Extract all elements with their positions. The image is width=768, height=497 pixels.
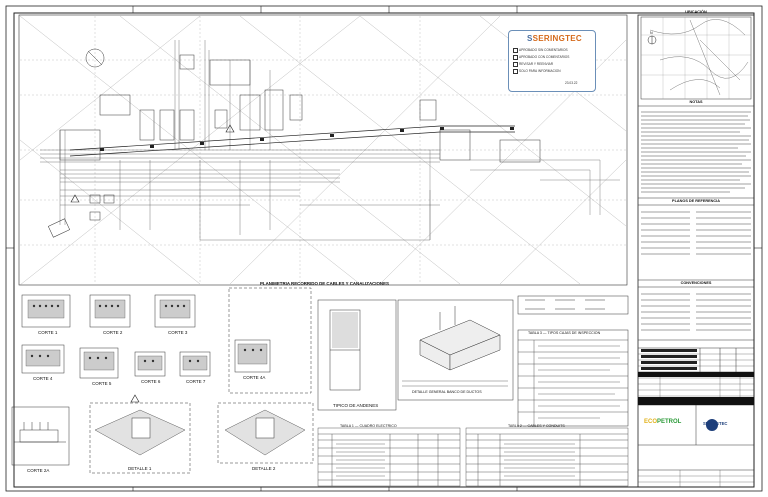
detail-label: DETALLE 1 — [128, 466, 152, 471]
stamp-option: APROBADO CON COMENTARIOS — [519, 55, 570, 59]
stamp-date: 23.03.22 — [565, 81, 578, 85]
contractor-logo: SERINGTEC — [703, 421, 728, 426]
reference-plans-title: PLANOS DE REFERENCIA — [672, 199, 720, 203]
stamp-checkbox — [513, 48, 518, 53]
table-inspection-title: TABLA 3 — TIPOS CAJAS DE INSPECCION — [528, 331, 601, 335]
main-plan-title: PLANIMETRIA RECORRIDO DE CABLES Y CANALI… — [260, 281, 389, 286]
conventions-title: CONVENCIONES — [680, 281, 712, 285]
section-label: CORTE 5 — [92, 381, 112, 386]
typical-label: TIPICO DE ANDENES — [333, 403, 379, 408]
location-title: UBICACIÓN — [685, 10, 707, 14]
box-detail-label: DETALLE GENERAL BANCO DE DUCTOS — [412, 390, 482, 394]
table-boxes-title: TABLA 1 — CUADRO ELECTRICO — [340, 424, 397, 428]
section-label: CORTE 7 — [186, 379, 206, 384]
client-logo: ECOPETROL — [644, 419, 682, 425]
notes-title: NOTAS — [689, 100, 703, 104]
section-label: CORTE 3 — [168, 330, 188, 335]
stamp-option: REVISAR Y REENVIAR — [519, 62, 554, 66]
stamp-checkbox — [513, 55, 518, 60]
section-label: CORTE 4 — [33, 376, 53, 381]
section-label: CORTE 4A — [243, 375, 266, 380]
stamp-checkbox — [513, 62, 518, 67]
approval-stamp: SSERINGTEC APROBADO SIN COMENTARIOS APRO… — [508, 30, 596, 92]
detail-label: DETALLE 2 — [252, 466, 276, 471]
north-arrow-label: N — [650, 31, 653, 35]
stamp-logo: SSERINGTEC — [527, 34, 583, 43]
stamp-option: SOLO PARA INFORMACION — [519, 69, 561, 73]
stamp-checkbox — [513, 69, 518, 74]
section-label: CORTE 6 — [141, 379, 161, 384]
table-cables-title: TABLA 2 — CABLES Y CONDUITS — [508, 424, 565, 428]
section-label: CORTE 2 — [103, 330, 123, 335]
stamp-option: APROBADO SIN COMENTARIOS — [519, 48, 568, 52]
section-label: CORTE 2A — [27, 468, 50, 473]
section-label: CORTE 1 — [38, 330, 58, 335]
